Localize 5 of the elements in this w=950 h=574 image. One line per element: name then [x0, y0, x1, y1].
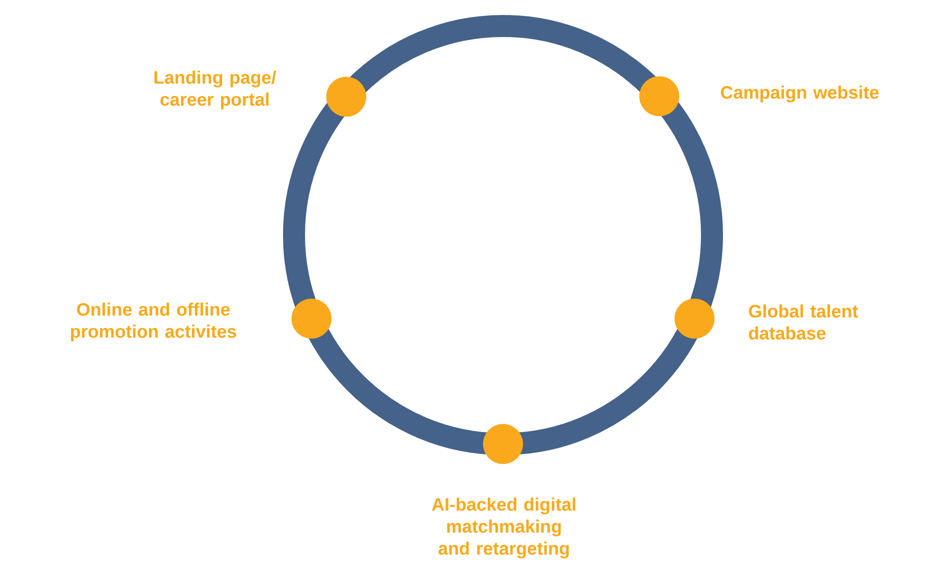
dot-label: Landing page/ career portal	[154, 70, 276, 110]
dot-label: Campaign website	[720, 86, 879, 102]
dot-label: Online and offline promotion activites	[70, 302, 236, 342]
dot-label: AI-backed digital matchmaking and retargeting	[432, 498, 576, 558]
dot-label: Global talent database	[748, 304, 858, 340]
